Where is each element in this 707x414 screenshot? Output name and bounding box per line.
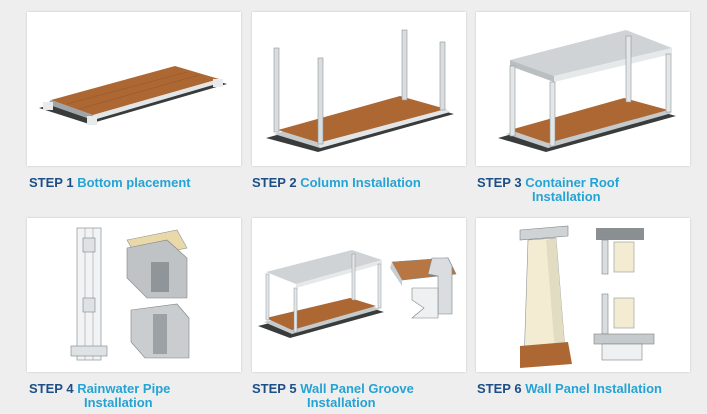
bottom-frame-illustration xyxy=(39,66,227,125)
step-2-caption: STEP 2 Column Installation xyxy=(252,176,421,190)
step-4-number: STEP 4 xyxy=(29,381,74,396)
step-3-title-line1: Container Roof xyxy=(525,175,620,190)
step-5-image-card xyxy=(252,218,466,372)
wall-panel-installation-illustration xyxy=(519,225,655,368)
step-5-number: STEP 5 xyxy=(252,381,297,396)
step-4-title-line2: Installation xyxy=(84,395,153,410)
step-1-image-card xyxy=(27,12,241,166)
step-3-image-card xyxy=(476,12,690,166)
wall-panel-groove-illustration xyxy=(258,250,457,338)
step-6-image-card xyxy=(476,218,690,372)
step-5-title-line2: Installation xyxy=(307,395,376,410)
step-1-number: STEP 1 xyxy=(29,175,74,190)
step-3-caption: STEP 3 Container Roof Installation xyxy=(477,176,619,204)
container-roof-illustration xyxy=(498,30,676,152)
step-6-caption: STEP 6 Wall Panel Installation xyxy=(477,382,662,396)
step-2-image-card xyxy=(252,12,466,166)
step-5-title-line1: Wall Panel Groove xyxy=(300,381,414,396)
rainwater-pipe-illustration xyxy=(70,227,190,361)
step-5-caption: STEP 5 Wall Panel Groove Installation xyxy=(252,382,414,410)
step-1-caption: STEP 1 Bottom placement xyxy=(29,176,191,190)
column-installation-illustration xyxy=(266,29,454,152)
step-2-number: STEP 2 xyxy=(252,175,297,190)
step-3-title-line2: Installation xyxy=(532,189,601,204)
step-4-title-line1: Rainwater Pipe xyxy=(77,381,171,396)
step-3-number: STEP 3 xyxy=(477,175,522,190)
step-1-title: Bottom placement xyxy=(77,175,191,190)
step-6-number: STEP 6 xyxy=(477,381,522,396)
step-4-caption: STEP 4 Rainwater Pipe Installation xyxy=(29,382,170,410)
step-4-image-card xyxy=(27,218,241,372)
step-2-title: Column Installation xyxy=(300,175,421,190)
step-6-title: Wall Panel Installation xyxy=(525,381,662,396)
